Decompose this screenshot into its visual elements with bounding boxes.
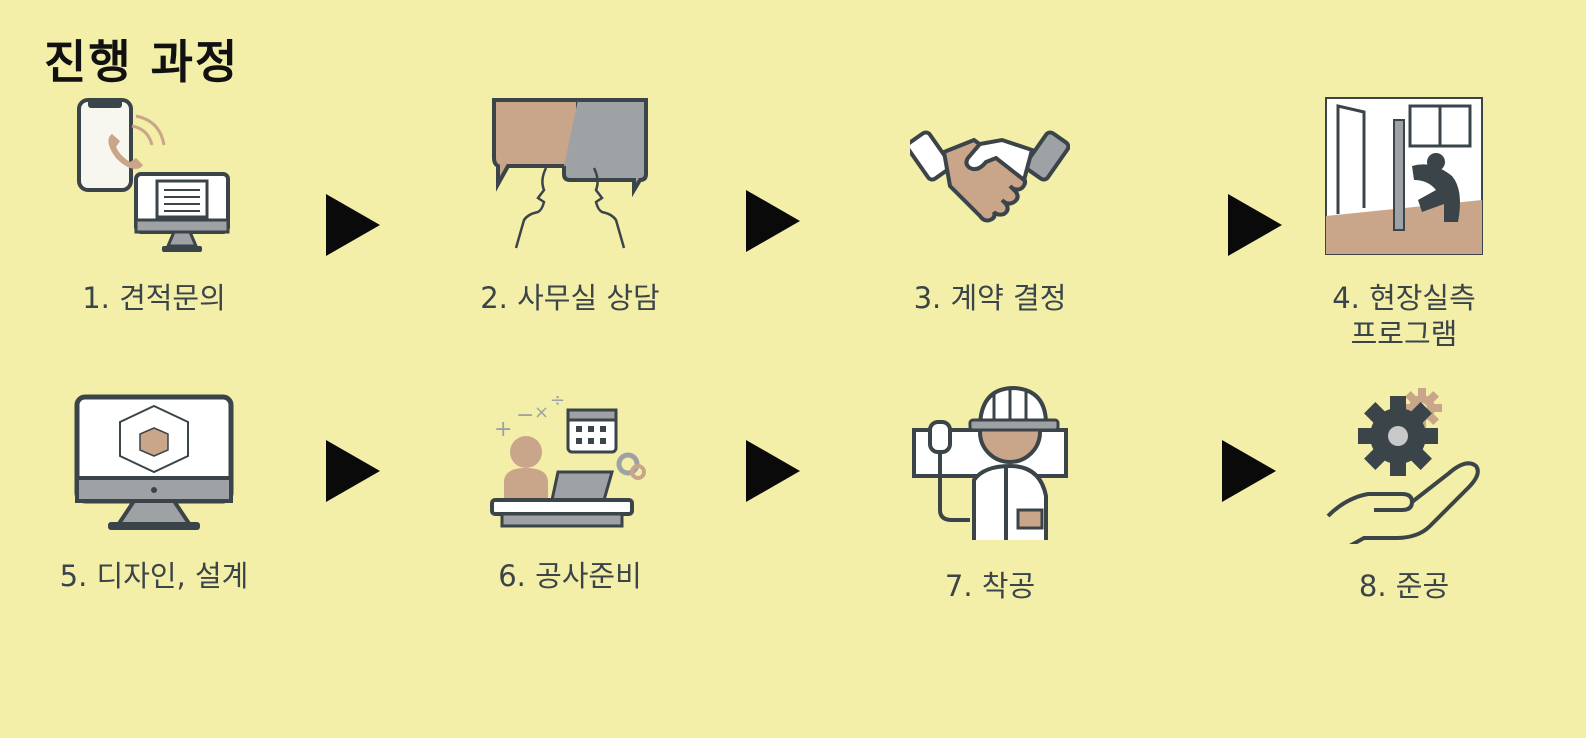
step-label: 4. 현장실측 프로그램: [1332, 281, 1476, 351]
svg-text:+: +: [494, 417, 512, 442]
step-6: + − × ÷ 6. 공사준비: [440, 394, 700, 594]
step-5: 5. 디자인, 설계: [24, 394, 284, 594]
step-2: 2. 사무실 상담: [440, 96, 700, 316]
arrow-right-icon: [746, 190, 800, 252]
step-label: 1. 견적문의: [82, 281, 226, 315]
construction-worker-icon: [912, 385, 1068, 540]
step-label: 2. 사무실 상담: [480, 281, 660, 315]
site-measure-icon: [1325, 97, 1483, 255]
arrow-right-icon: [746, 440, 800, 502]
arrow-right-icon: [1222, 440, 1276, 502]
page-title: 진행 과정: [44, 35, 240, 89]
step-3: 3. 계약 결정: [860, 96, 1120, 316]
step-4: 4. 현장실측 프로그램: [1274, 96, 1534, 352]
step-label: 8. 준공: [1358, 569, 1450, 603]
step-label: 7. 착공: [944, 569, 1036, 603]
step-1: 1. 견적문의: [24, 96, 284, 316]
preparation-desk-icon: + − × ÷: [490, 394, 646, 528]
handshake-icon: [910, 130, 1070, 223]
phone-monitor-icon: [77, 98, 230, 252]
consultation-faces-icon: [492, 98, 648, 249]
arrow-right-icon: [326, 440, 380, 502]
arrow-right-icon: [1228, 194, 1282, 256]
arrow-right-icon: [326, 194, 380, 256]
step-label: 3. 계약 결정: [913, 281, 1067, 315]
svg-text:×: ×: [534, 402, 549, 423]
svg-text:−: −: [516, 403, 534, 428]
step-label: 5. 디자인, 설계: [59, 559, 249, 593]
gear-hand-icon: [1326, 388, 1480, 544]
design-monitor-icon: [74, 394, 234, 530]
step-8: 8. 준공: [1274, 384, 1534, 604]
step-label: 6. 공사준비: [498, 559, 642, 593]
svg-text:÷: ÷: [550, 394, 565, 411]
step-7: 7. 착공: [860, 384, 1120, 604]
